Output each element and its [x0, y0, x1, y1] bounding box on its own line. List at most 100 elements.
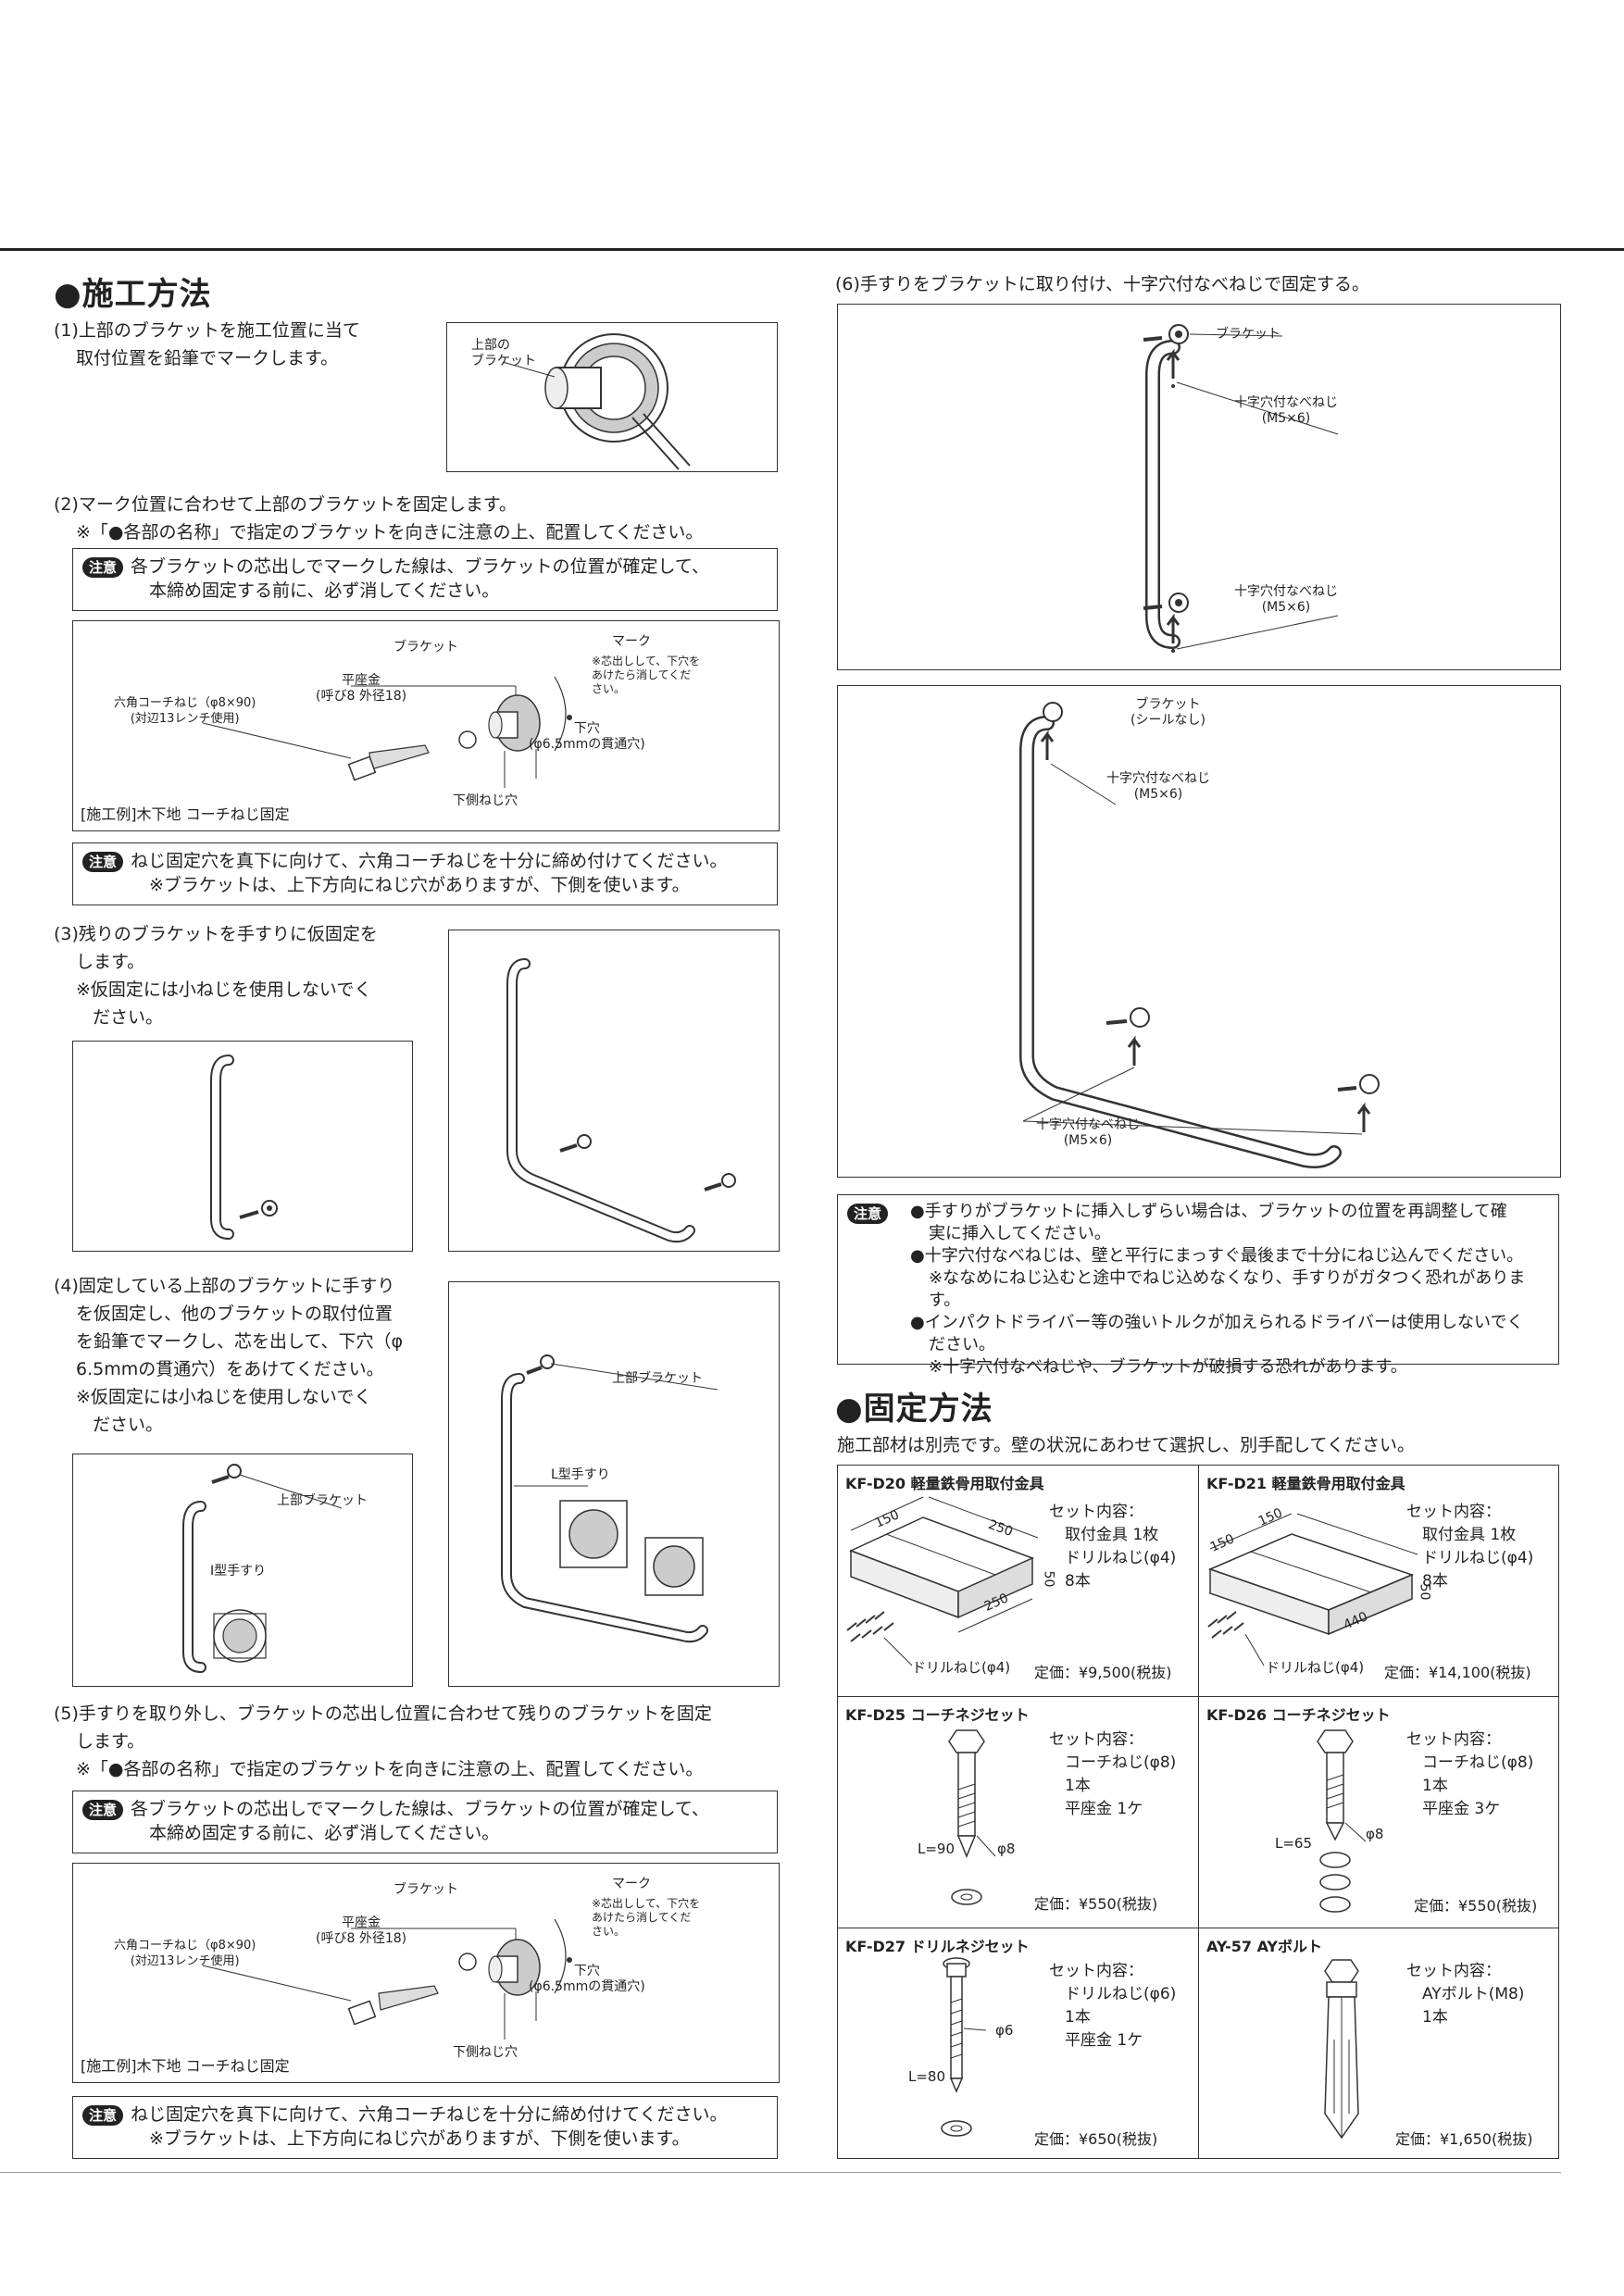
- drill-screw-label: ドリルねじ(φ4): [912, 1659, 1011, 1676]
- step5-line2: します。: [76, 1731, 145, 1752]
- product-name: KF-D20 軽量鉄骨用取付金具: [845, 1475, 1044, 1492]
- caution-badge: 注意: [847, 1204, 889, 1224]
- drill-screw-set-illustration: [941, 1957, 987, 2137]
- length-label: L=80: [908, 2068, 946, 2085]
- coach2-mark-note: ※芯出しして、下穴を あけたら消してくだ さい。: [592, 1897, 701, 1938]
- mounting-bracket-illustration: [1207, 1513, 1418, 1666]
- caution-c-l7: ※十字穴付なべねじや、ブラケットが破損する恐れがあります。: [929, 1357, 1407, 1377]
- product-price: 定価：¥550(税抜): [1414, 1897, 1538, 1915]
- caution-b2-line2: ※ブラケットは、上下方向にねじ穴がありますが、下側を使います。: [149, 2128, 690, 2149]
- caution-b: 注意ねじ固定穴を真下に向けて、六角コーチねじを十分に締め付けてください。 ※ブラ…: [72, 842, 778, 905]
- caution-b2-line1: ねじ固定穴を真下に向けて、六角コーチねじを十分に締め付けてください。: [131, 2104, 728, 2125]
- product-kf-d21: KF-D21 軽量鉄骨用取付金具 150 150 440 50 セット内容： 取…: [1199, 1466, 1558, 1697]
- i-rail-marking-illustration: [182, 1464, 343, 1673]
- step4-line4: 6.5mmの貫通穴）をあけてください。: [76, 1359, 384, 1379]
- coach-screw-figure-2: ブラケット マーク ※芯出しして、下穴を あけたら消してくだ さい。 平座金 (…: [72, 1863, 780, 2083]
- step1-bracket-label: 上部の ブラケット: [471, 338, 536, 368]
- ay-bolt-illustration: [1324, 1959, 1359, 2140]
- coach1-screw-label: 六角コーチねじ（φ8×90) (対辺13レンチ使用): [114, 696, 256, 726]
- coach1-bracket-label: ブラケット: [394, 640, 458, 655]
- step3-line2: します。: [76, 952, 145, 972]
- caution-a: 注意各ブラケットの芯出しでマークした線は、ブラケットの位置が確定して、 本締め固…: [72, 548, 778, 611]
- caution-b-repeat: 注意ねじ固定穴を真下に向けて、六角コーチねじを十分に締め付けてください。 ※ブラ…: [72, 2096, 778, 2159]
- coach-screw-figure-1: ブラケット マーク ※芯出しして、下穴を あけたら消してくだ さい。 平座金 (…: [72, 620, 780, 831]
- diameter-label: φ6: [995, 2022, 1014, 2039]
- caution-a-repeat: 注意各ブラケットの芯出しでマークした線は、ブラケットの位置が確定して、 本締め固…: [72, 1791, 778, 1853]
- coach2-washer-label: 平座金 (呼び8 外径18): [316, 1915, 407, 1946]
- product-kf-d27: KF-D27 ドリルネジセット L=80 φ6 セット内容： ドリルねじ(φ6)…: [838, 1928, 1199, 2158]
- product-set-contents: セット内容： ドリルねじ(φ6) 1本 平座金 1ケ: [1049, 1962, 1177, 2050]
- length-label: L=65: [1275, 1835, 1313, 1852]
- coach2-screw-label: 六角コーチねじ（φ8×90) (対辺13レンチ使用): [114, 1939, 256, 1968]
- product-set-contents: セット内容： コーチねじ(φ8) 1本 平座金 3ケ: [1406, 1730, 1534, 1818]
- step4-line5: ※仮固定には小ねじを使用しないでく: [76, 1387, 372, 1407]
- step2-line2: ※「●各部の名称」で指定のブラケットを向きに注意の上、配置してください。: [76, 522, 704, 543]
- section-title-fixing: ●固定方法: [835, 1391, 993, 1428]
- step4-i-rail-label: I型手すり: [210, 1564, 267, 1578]
- i-rail-illustration: [210, 1054, 278, 1240]
- l-rail-mounting-illustration: [1019, 702, 1380, 1168]
- step6-screw-label-bottom: 十字穴付なべねじ (M5×6): [1234, 584, 1338, 615]
- coach-screw-set-illustration: [948, 1729, 996, 1905]
- step3-figure-i-rail: [72, 1041, 413, 1252]
- caution-b-line2: ※ブラケットは、上下方向にねじ穴がありますが、下側を使います。: [149, 875, 690, 895]
- step6-l-screw-label-bottom: 十字穴付なべねじ (M5×6): [1036, 1117, 1140, 1148]
- caution-badge: 注意: [82, 852, 124, 872]
- step4-line3: を鉛筆でマークし、芯を出して、下穴（φ: [76, 1331, 404, 1352]
- step3-figure-l-rail: [448, 930, 780, 1252]
- step4-line2: を仮固定し、他のブラケットの取付位置: [76, 1304, 394, 1324]
- mounting-bracket-illustration: [846, 1496, 1039, 1666]
- step4-line1: (4)固定している上部のブラケットに手すり: [54, 1276, 395, 1296]
- product-grid: KF-D20 軽量鉄骨用取付金具 150 250 250 50 セット内容： 取…: [837, 1465, 1559, 2159]
- product-set-contents: セット内容： 取付金具 1枚 ドリルねじ(φ4) 8本: [1406, 1503, 1534, 1591]
- step1-line2: 取付位置を鉛筆でマークします。: [76, 348, 339, 368]
- step4-l-rail-label: L型手すり: [551, 1467, 610, 1482]
- caution-a2-line1: 各ブラケットの芯出しでマークした線は、ブラケットの位置が確定して、: [131, 1799, 709, 1819]
- product-kf-d26: KF-D26 コーチネジセット L=65 φ8 セット内容： コーチねじ(φ8)…: [1199, 1697, 1558, 1928]
- product-name: KF-D26 コーチネジセット: [1206, 1706, 1391, 1724]
- caution-c-l6: ださい。: [929, 1335, 995, 1354]
- top-rule: [0, 248, 1624, 251]
- caution-badge: 注意: [82, 1800, 124, 1820]
- product-set-contents: セット内容： AYボルト(M8) 1本: [1406, 1962, 1525, 2027]
- step5-line1: (5)手すりを取り外し、ブラケットの芯出し位置に合わせて残りのブラケットを固定: [54, 1703, 712, 1724]
- diameter-label: φ8: [1366, 1826, 1384, 1842]
- product-set-contents: セット内容： 取付金具 1枚 ドリルねじ(φ4) 8本: [1049, 1503, 1177, 1591]
- step4-upper-bracket-label-right: 上部ブラケット: [612, 1371, 703, 1386]
- step3-line1: (3)残りのブラケットを手すりに仮固定を: [54, 924, 378, 944]
- step3-line3: ※仮固定には小ねじを使用しないでく: [76, 980, 372, 1000]
- coach1-pilot-label: 下穴 (φ6.5mmの貫通穴): [529, 721, 645, 752]
- product-name: KF-D27 ドリルネジセット: [845, 1938, 1030, 1955]
- caution-a-line1: 各ブラケットの芯出しでマークした線は、ブラケットの位置が確定して、: [131, 556, 709, 577]
- coach-screw-set-illustration: [1317, 1729, 1367, 1913]
- caution-c-l4: ※ななめにねじ込むと途中でねじ込めなくなり、手すりがガタつく恐れがあります。: [929, 1268, 1526, 1310]
- step4-upper-bracket-label-left: 上部ブラケット: [277, 1493, 368, 1508]
- coach2-example-label: [施工例]木下地 コーチねじ固定: [81, 2057, 290, 2075]
- step6-screw-label-top: 十字穴付なべねじ (M5×6): [1234, 395, 1338, 426]
- step2-line1: (2)マーク位置に合わせて上部のブラケットを固定します。: [54, 494, 518, 515]
- coach-screw-illustration-2: [202, 1918, 572, 2040]
- l-rail-illustration: [506, 958, 736, 1243]
- bottom-rule: [0, 2172, 1561, 2173]
- product-price: 定価：¥550(税抜): [1034, 1895, 1158, 1913]
- product-price: 定価：¥650(税抜): [1034, 2130, 1158, 2148]
- caution-badge: 注意: [82, 557, 124, 578]
- coach1-example-label: [施工例]木下地 コーチねじ固定: [81, 805, 290, 823]
- product-price: 定価：¥14,100(税抜): [1384, 1664, 1531, 1681]
- step6-title: (6)手すりをブラケットに取り付け、十字穴付なべねじで固定する。: [835, 274, 1369, 294]
- diameter-label: φ8: [997, 1841, 1016, 1857]
- product-name: KF-D21 軽量鉄骨用取付金具: [1206, 1475, 1405, 1492]
- coach1-mark-note: ※芯出しして、下穴を あけたら消してくだ さい。: [592, 655, 701, 695]
- product-name: AY-57 AYボルト: [1206, 1938, 1323, 1955]
- coach2-mark-label: マーク: [612, 1877, 651, 1891]
- caution-c-l2: 実に挿入してください。: [929, 1224, 1111, 1243]
- caution-c-l5: ●インパクトドライバー等の強いトルクが加えられるドライバーは使用しないでく: [910, 1313, 1524, 1332]
- l-rail-marking-illustration: [501, 1354, 718, 1643]
- step3-line4: ださい。: [93, 1007, 164, 1028]
- product-set-contents: セット内容： コーチねじ(φ8) 1本 平座金 1ケ: [1049, 1730, 1177, 1818]
- step1-line1: (1)上部のブラケットを施工位置に当て: [54, 320, 360, 341]
- step6-bracket-label: ブラケット: [1216, 327, 1280, 342]
- coach2-pilot-label: 下穴 (φ6.5mmの貫通穴): [529, 1964, 645, 1994]
- coach2-lowerhole-label: 下側ねじ穴: [453, 2045, 518, 2060]
- coach1-mark-label: マーク: [612, 634, 651, 649]
